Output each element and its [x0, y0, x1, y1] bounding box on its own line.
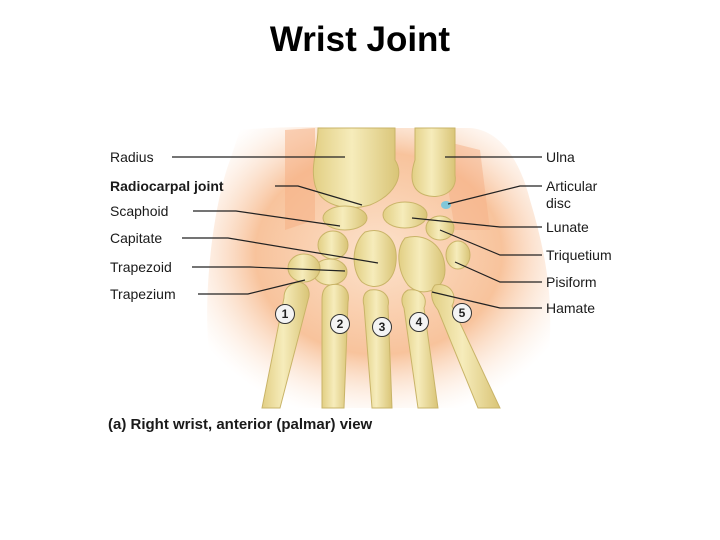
metacarpal-number-4: 4: [409, 312, 429, 332]
leader-scaphoid: [193, 210, 341, 227]
leader-pisiform: [454, 261, 542, 283]
leader-articular: [447, 185, 542, 205]
label-hamate: Hamate: [546, 300, 596, 316]
label-triquetium: Triquetium: [546, 247, 612, 263]
carpal-bones: [287, 201, 471, 293]
figure-caption: (a) Right wrist, anterior (palmar) view: [108, 416, 373, 433]
metacarpal-number-1: 1: [275, 304, 295, 324]
label-articular-disc: Articular disc: [546, 178, 598, 211]
leader-triquetium: [439, 229, 542, 256]
label-radiocarpal-joint: Radiocarpal joint: [110, 178, 224, 194]
radius-bone: [312, 127, 400, 209]
label-scaphoid: Scaphoid: [110, 203, 169, 219]
leader-trapezium: [198, 279, 306, 295]
label-lunate: Lunate: [546, 219, 589, 235]
label-trapezium: Trapezium: [110, 286, 176, 302]
label-radius: Radius: [110, 149, 154, 165]
leader-radiocarpal: [275, 185, 363, 206]
metacarpal-number-3: 3: [372, 317, 392, 337]
articular-disc-shape: [441, 201, 451, 209]
leader-capitate: [182, 237, 379, 264]
leader-lunate: [411, 217, 542, 228]
leader-trapezoid: [192, 266, 346, 272]
label-ulna: Ulna: [546, 149, 575, 165]
label-capitate: Capitate: [110, 230, 163, 246]
label-trapezoid: Trapezoid: [110, 259, 172, 275]
label-pisiform: Pisiform: [546, 274, 597, 290]
leader-hamate: [431, 291, 542, 309]
metacarpal-number-2: 2: [330, 314, 350, 334]
metacarpal-number-5: 5: [452, 303, 472, 323]
page-title: Wrist Joint: [269, 20, 451, 59]
ulna-bone: [411, 127, 456, 197]
leader-lines: [172, 156, 542, 309]
